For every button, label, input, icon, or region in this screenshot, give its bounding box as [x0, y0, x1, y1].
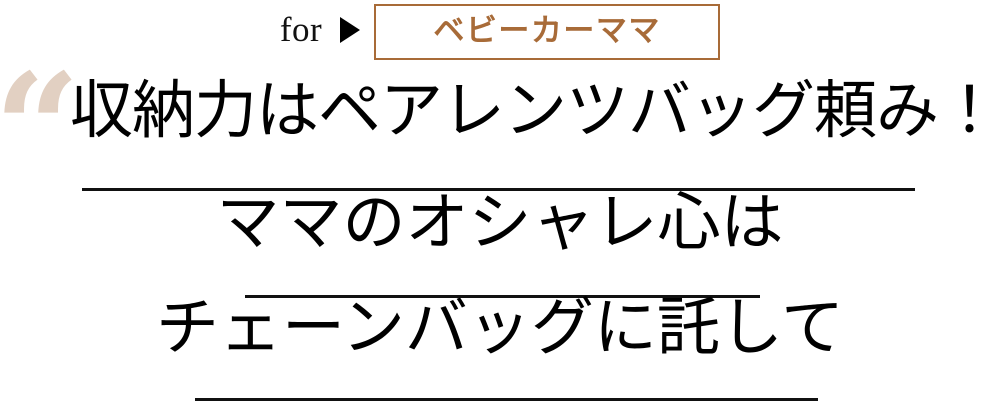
headline-rule-3	[195, 398, 818, 401]
target-audience-badge: ベビーカーママ	[374, 4, 721, 60]
headline-line-3: チェーンバッグに託して	[156, 291, 844, 364]
quotation-mark-icon: “	[0, 41, 80, 217]
eyebrow-prefix-label: for	[279, 9, 323, 49]
eyebrow-row: for ベビーカーママ	[0, 0, 1000, 64]
headline-block: 収納力はペアレンツバッグ頼み！ ママのオシャレ心は チェーンバッグに託して	[0, 64, 1000, 405]
headline-rule-1	[82, 188, 915, 191]
target-audience-badge-label: ベビーカーママ	[433, 12, 661, 49]
headline-line-1: 収納力はペアレンツバッグ頼み！	[70, 74, 1000, 147]
triangle-right-icon	[340, 17, 361, 43]
headline-line-2: ママのオシャレ心は	[216, 186, 784, 259]
headline-rule-2	[245, 295, 760, 298]
